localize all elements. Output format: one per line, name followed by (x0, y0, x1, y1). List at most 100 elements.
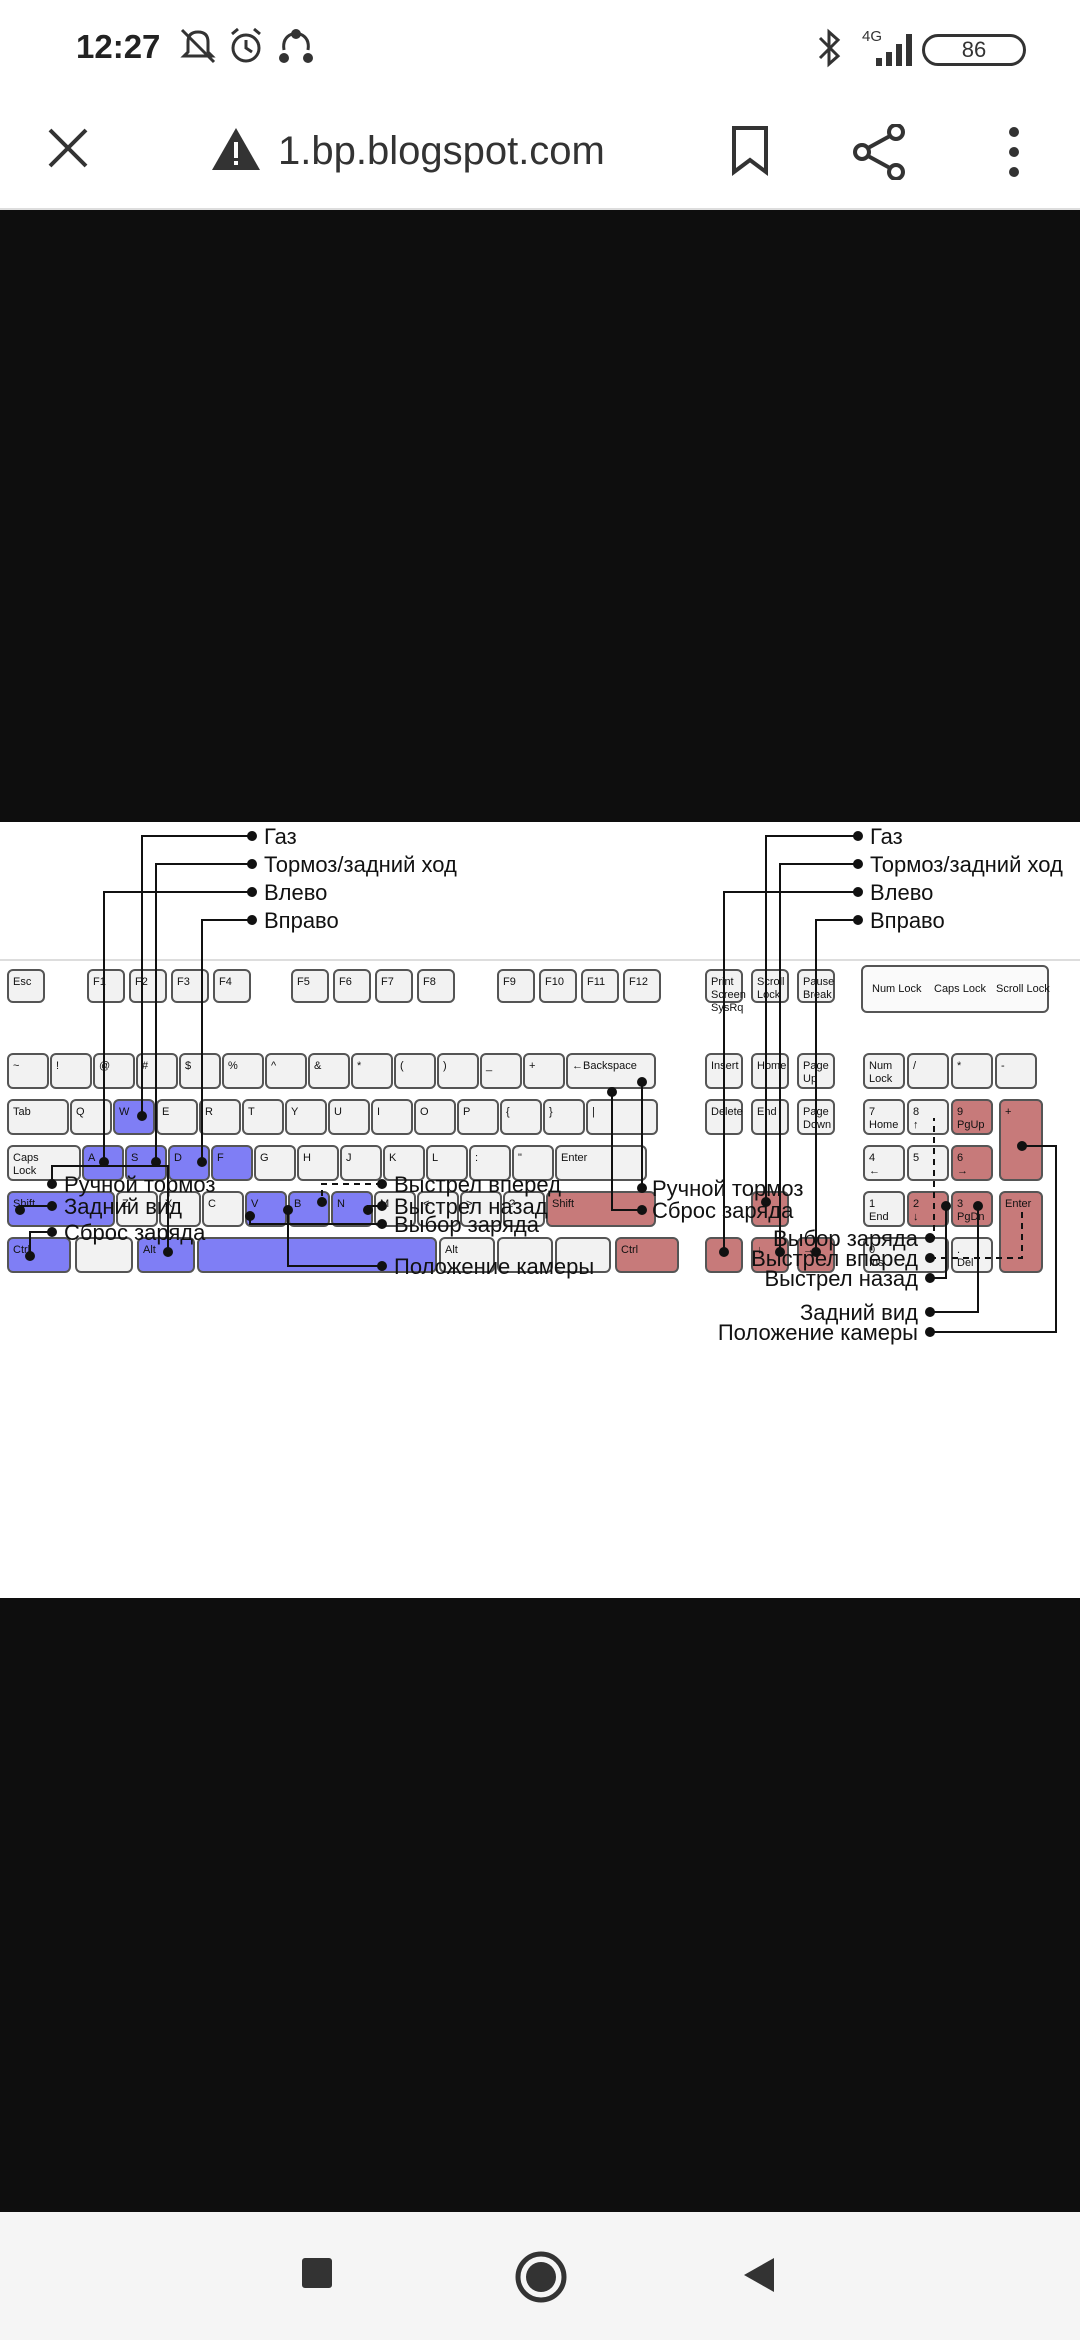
key-p (457, 1099, 499, 1135)
key-y (285, 1099, 327, 1135)
callout-middle-bottom-0: Выстрел вперед (394, 1172, 561, 1197)
key-t (242, 1099, 284, 1135)
key-np-3 (995, 1053, 1037, 1089)
callout-line (103, 891, 252, 1162)
key-down-label: ↓ (757, 1244, 763, 1256)
key-np-plus (999, 1099, 1043, 1181)
key-f10 (539, 969, 577, 1003)
key-o-label: O (420, 1106, 429, 1118)
callout-dot (99, 1157, 109, 1167)
key-row-z-9 (460, 1191, 502, 1227)
callout-line (29, 1231, 52, 1256)
callout-dot (197, 1157, 207, 1167)
key-row-z-1-label: Z (122, 1198, 129, 1210)
key-f4 (213, 969, 251, 1003)
key-np-4 (863, 1145, 905, 1181)
more-vert-icon[interactable] (1002, 124, 1026, 185)
callout-line (765, 835, 858, 1202)
callout-dot (15, 1205, 25, 1215)
network-type: 4G (862, 28, 883, 45)
callout-dot (25, 1251, 35, 1261)
key-row-a-9-label: L (432, 1152, 438, 1164)
status-bar: 12:27 4G 86 (0, 0, 1080, 96)
key-num-12-label: + (529, 1060, 535, 1072)
key-np-6-label: → (957, 1165, 968, 1177)
key-} (543, 1099, 585, 1135)
key-t-label: T (248, 1106, 255, 1118)
key-row-a-7 (340, 1145, 382, 1181)
key-pause-break-label: Pause (803, 976, 834, 988)
bookmark-icon[interactable] (728, 124, 772, 181)
callout-line (815, 919, 858, 1252)
callout-dot (245, 1211, 255, 1221)
key-row-z-11 (546, 1191, 656, 1227)
bluetooth-icon (814, 28, 844, 73)
key-np-2-label: ↓ (913, 1211, 919, 1223)
home-button-icon[interactable] (514, 2250, 568, 2309)
key-np-2-label: 2 (913, 1198, 919, 1210)
key-row-z-2 (159, 1191, 201, 1227)
key-| (586, 1099, 658, 1135)
key-f3-label: F3 (177, 976, 190, 988)
key-o (414, 1099, 456, 1135)
recents-button-icon[interactable] (300, 2256, 334, 2295)
back-button-icon[interactable] (742, 2256, 776, 2299)
key-}-label: } (549, 1106, 553, 1118)
key-np-9-label: 9 (957, 1106, 963, 1118)
key-f7 (375, 969, 413, 1003)
key-num-13-label: ←Backspace (572, 1060, 637, 1072)
key-row-a-4 (211, 1145, 253, 1181)
key-tab (7, 1099, 69, 1135)
key-np-4-label: ← (869, 1165, 880, 1177)
key-row-z-8-label: < (423, 1198, 429, 1210)
key-num-9-label: ( (400, 1060, 404, 1072)
key-np-8 (907, 1099, 949, 1135)
key-np-del-label: . (957, 1244, 960, 1256)
key-np-3-label: - (1001, 1060, 1005, 1072)
key-row-a-12 (555, 1145, 647, 1181)
share-icon[interactable] (852, 123, 908, 185)
callout-right-top-1: Тормоз/задний ход (870, 852, 1063, 877)
key-win-right (497, 1237, 553, 1273)
callout-dot (283, 1205, 293, 1215)
key-row-z-0 (7, 1191, 115, 1227)
key-nav-6-label: Delete (711, 1106, 743, 1118)
url-bar[interactable]: 1.bp.blogspot.com (210, 118, 605, 184)
key-num-1-label: ! (56, 1060, 59, 1072)
key-num-6 (265, 1053, 307, 1089)
key-f12 (623, 969, 661, 1003)
key-num-9 (394, 1053, 436, 1089)
key-nav-8-label: Down (803, 1119, 831, 1131)
key-f11 (581, 969, 619, 1003)
callout-middle-bottom-2: Выбор заряда (394, 1212, 540, 1237)
close-icon[interactable] (44, 124, 92, 177)
key-alt-left-label: Alt (143, 1244, 156, 1256)
key-row-a-0 (7, 1145, 81, 1181)
callout-dot (317, 1197, 327, 1207)
key-e-label: E (162, 1106, 169, 1118)
key-num-8-label: * (357, 1060, 362, 1072)
key-row-a-7-label: J (346, 1152, 352, 1164)
key-np-7 (863, 1099, 905, 1135)
key-pause-break-label: Break (803, 989, 832, 1001)
callout-dot (761, 1197, 771, 1207)
key-scroll-lock-label: Scroll (757, 976, 785, 988)
callout-dot (363, 1205, 373, 1215)
key-esc (7, 969, 45, 1003)
key-np-5 (907, 1145, 949, 1181)
callout-dot (137, 1111, 147, 1121)
key-u (328, 1099, 370, 1135)
key-np-del (951, 1237, 993, 1273)
callout-line (321, 1183, 382, 1202)
key-np-0-label: 0 (869, 1244, 875, 1256)
led-label: Num Lock (872, 983, 922, 995)
key-row-z-4-label: V (251, 1198, 259, 1210)
callout-left-top-1: Тормоз/задний ход (264, 852, 457, 877)
key-u-label: U (334, 1106, 342, 1118)
key-num-10 (437, 1053, 479, 1089)
key-np-2 (951, 1053, 993, 1089)
callout-left-top-2: Влево (264, 880, 327, 905)
callout-dot (637, 1077, 647, 1087)
key-q-label: Q (76, 1106, 85, 1118)
